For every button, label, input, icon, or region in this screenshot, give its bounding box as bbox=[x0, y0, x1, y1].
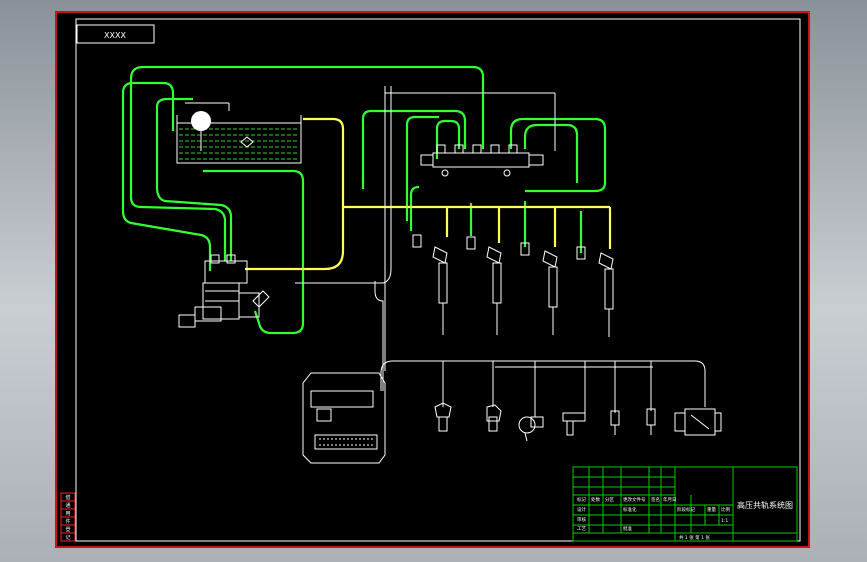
drawing-sheet: XXXX bbox=[55, 11, 810, 548]
sensor-2 bbox=[486, 404, 502, 432]
scale-label: 比例 bbox=[721, 506, 730, 513]
high-pressure-lines bbox=[245, 117, 612, 271]
tank-filter-icon bbox=[240, 136, 254, 148]
stage-label: 阶段标记 bbox=[677, 506, 695, 513]
injector-4 bbox=[576, 246, 614, 337]
header-label-4: 更改文件号 bbox=[623, 496, 646, 503]
header-label-3: 分区 bbox=[605, 496, 614, 503]
schematic-canvas: XXXX bbox=[55, 11, 810, 548]
feed-pump-icon bbox=[191, 111, 211, 131]
header-label-1: 标记 bbox=[577, 496, 586, 503]
approval-label: 批准 bbox=[623, 525, 632, 532]
weight-label: 重量 bbox=[707, 506, 716, 513]
common-rail bbox=[420, 144, 544, 177]
wiring-harness bbox=[295, 86, 706, 417]
sensor-4 bbox=[562, 412, 586, 436]
sensor-5 bbox=[610, 410, 620, 435]
header-label-5: 签名 bbox=[651, 496, 660, 503]
inner-frame bbox=[75, 18, 801, 542]
air-flow-meter bbox=[674, 408, 722, 436]
fuel-return-lines bbox=[121, 65, 607, 335]
label-box: XXXX bbox=[76, 24, 155, 44]
sensor-3 bbox=[518, 416, 544, 442]
tank-fuel-hatch bbox=[179, 128, 299, 160]
ecu-unit bbox=[302, 372, 386, 464]
side-label-5: 登 bbox=[65, 526, 70, 533]
side-label-3: 用 bbox=[65, 511, 70, 517]
side-label-2: 通 bbox=[65, 502, 70, 509]
role-label-process: 工艺 bbox=[577, 526, 586, 532]
side-label-4: 件 bbox=[65, 518, 70, 525]
standardization-label: 标准化 bbox=[623, 506, 637, 513]
injector-2 bbox=[466, 236, 502, 335]
sensor-6 bbox=[646, 408, 656, 435]
role-label-review: 审核 bbox=[577, 516, 586, 523]
header-label-2: 处数 bbox=[591, 496, 600, 503]
high-pressure-pump bbox=[178, 254, 270, 328]
sensor-1 bbox=[434, 402, 452, 432]
title-block: 高压共轨系统图 标记 处数 分区 更改文件号 签名 年月日 设计 审核 工艺 标… bbox=[572, 466, 798, 542]
side-strip: 借 通 用 件 登 记 bbox=[60, 492, 76, 542]
fuel-tank bbox=[176, 102, 302, 164]
side-label-6: 记 bbox=[65, 534, 70, 541]
injector-1 bbox=[412, 234, 448, 335]
scale-value: 1:1 bbox=[721, 518, 728, 524]
sheet-label: 共 1 张 第 1 张 bbox=[679, 534, 710, 541]
header-label-6: 年月日 bbox=[663, 496, 677, 503]
svg-text:XXXX: XXXX bbox=[104, 31, 126, 40]
role-label-design: 设计 bbox=[577, 506, 586, 513]
injector-3 bbox=[520, 242, 558, 335]
outer-frame bbox=[55, 11, 810, 548]
side-label-1: 借 bbox=[65, 494, 70, 501]
drawing-title: 高压共轨系统图 bbox=[737, 500, 793, 510]
